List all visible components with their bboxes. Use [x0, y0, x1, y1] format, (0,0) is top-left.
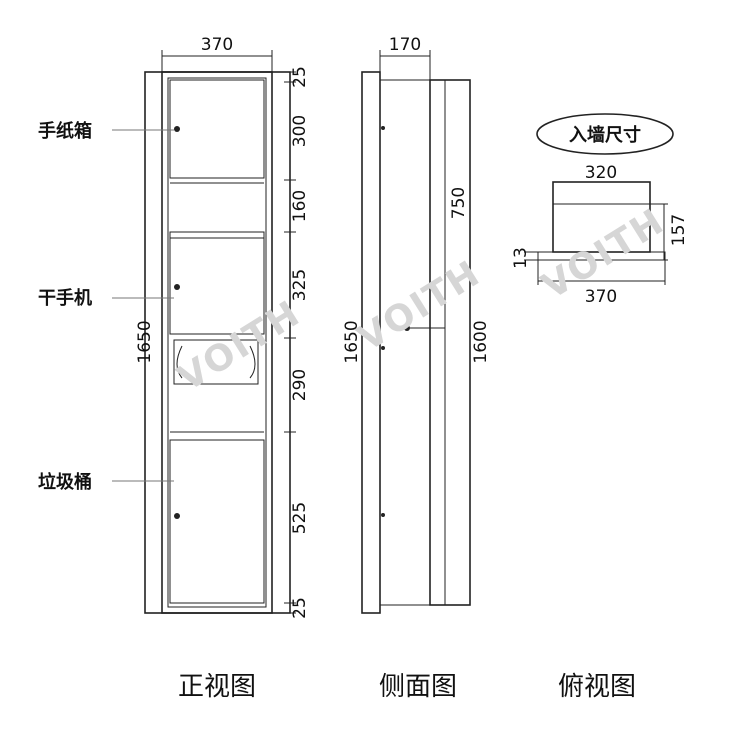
hand-dryer-door	[169, 231, 265, 335]
top-title: 入墙尺寸	[569, 124, 641, 146]
paper-box-knob	[174, 126, 180, 132]
side-view: 170 750 1650 1600	[342, 35, 491, 614]
label-hand-dryer: 干手机	[38, 287, 92, 309]
trash-bin-knob	[174, 513, 180, 519]
section-dim-6: 525	[290, 502, 310, 534]
section-dim-1: 25	[290, 66, 310, 88]
dryer-outlet	[173, 339, 259, 385]
section-dim-3: 160	[290, 190, 310, 222]
front-frame	[161, 71, 273, 614]
section-dim-7: 25	[290, 597, 310, 619]
top-view: 入墙尺寸 320 157 13 370	[511, 113, 689, 307]
side-outlet-height-text: 750	[449, 187, 469, 219]
front-view: 370 1650 25 300 160 325 290 525 25 手纸箱 干…	[38, 35, 310, 619]
front-width-text: 370	[201, 35, 233, 55]
front-frame-inner	[167, 77, 267, 608]
side-back-box	[429, 79, 471, 606]
section-ticks	[284, 71, 296, 614]
top-flange-text: 13	[511, 247, 531, 269]
front-height-text: 1650	[135, 320, 155, 363]
caption-front-view: 正视图	[178, 672, 256, 702]
side-screws	[381, 126, 385, 517]
side-height-outer-text: 1650	[342, 320, 362, 363]
top-inner-width-text: 320	[585, 163, 617, 183]
label-paper-box: 手纸箱	[38, 120, 92, 142]
top-flange	[537, 251, 666, 261]
section-dim-5: 290	[290, 369, 310, 401]
side-depth-text: 170	[389, 35, 421, 55]
side-outlet-marker	[404, 325, 410, 331]
trash-bin-door	[169, 439, 265, 604]
caption-top-view: 俯视图	[558, 672, 636, 702]
section-dim-4: 325	[290, 269, 310, 301]
top-title-badge	[536, 113, 674, 155]
section-dim-2: 300	[290, 115, 310, 147]
top-outer-width-text: 370	[585, 287, 617, 307]
caption-side-view: 侧面图	[379, 672, 457, 702]
side-height-inner-text: 1600	[471, 320, 491, 363]
watermark-side: VOITH	[351, 253, 488, 360]
hand-dryer-knob	[174, 284, 180, 290]
paper-box-door	[169, 79, 265, 179]
label-trash-bin: 垃圾桶	[38, 471, 92, 493]
top-depth-text: 157	[669, 214, 689, 246]
dryer-outlet-curves	[176, 345, 256, 379]
